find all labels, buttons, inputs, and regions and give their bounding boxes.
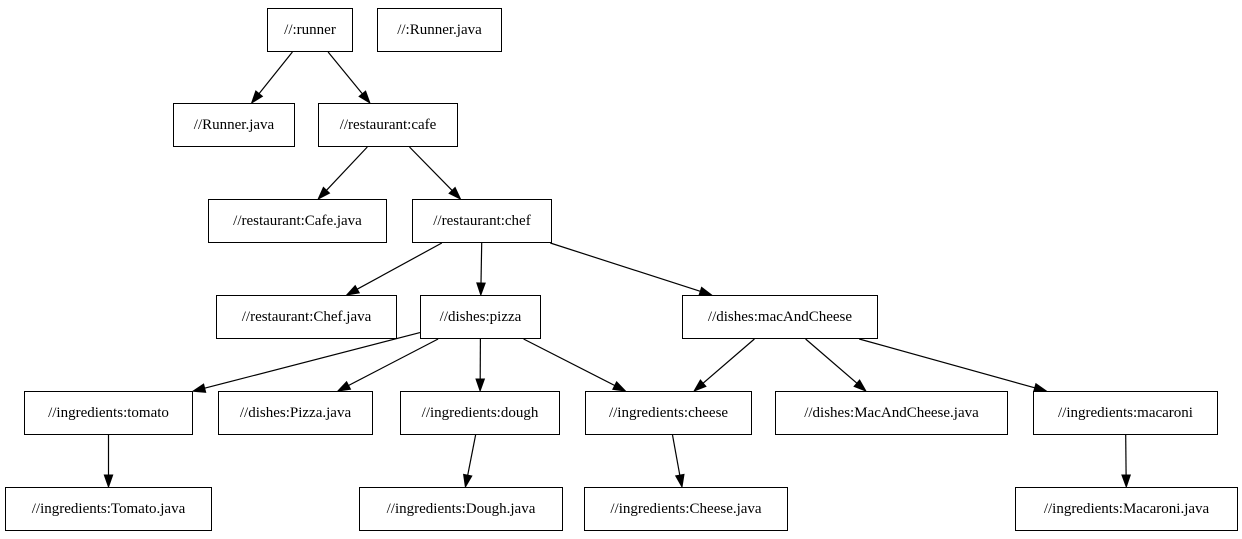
graph-node-label: //dishes:pizza: [439, 308, 522, 325]
graph-node-label: //restaurant:Cafe.java: [233, 212, 362, 229]
arrowhead-macaroni-to-macaroni-java: [1121, 474, 1131, 489]
edge-mac-and-cheese-to-cheese: [702, 338, 755, 384]
edge-runner-to-runner-java: [258, 51, 293, 94]
graph-node-runner-java: //Runner.java: [173, 103, 295, 147]
edge-cafe-to-chef: [409, 146, 453, 191]
graph-node-tomato: //ingredients:tomato: [24, 391, 193, 435]
graph-node-label: //:Runner.java: [397, 21, 482, 38]
arrowhead-mac-and-cheese-to-mac-and-cheese-java: [853, 379, 868, 392]
edge-runner-to-cafe: [327, 51, 363, 95]
edge-pizza-to-pizza-java: [348, 338, 439, 387]
graph-node-label: //dishes:macAndCheese: [707, 308, 853, 325]
edge-pizza-to-tomato: [204, 332, 421, 389]
edge-dough-to-dough-java: [467, 434, 477, 476]
graph-node-label: //restaurant:chef: [433, 212, 531, 229]
arrowhead-pizza-to-tomato: [191, 383, 207, 393]
graph-node-runner: //:runner: [267, 8, 353, 52]
arrowhead-dough-to-dough-java: [463, 473, 473, 489]
graph-node-cafe: //restaurant:cafe: [318, 103, 458, 147]
graph-node-chef: //restaurant:chef: [412, 199, 552, 243]
graph-node-dough-java: //ingredients:Dough.java: [359, 487, 563, 531]
graph-node-mac-and-cheese-java: //dishes:MacAndCheese.java: [775, 391, 1008, 435]
arrowhead-mac-and-cheese-to-cheese: [692, 379, 707, 392]
graph-node-runner-java-root: //:Runner.java: [377, 8, 502, 52]
graph-node-label: //ingredients:dough: [421, 404, 539, 421]
graph-node-cafe-java: //restaurant:Cafe.java: [208, 199, 387, 243]
graph-node-label: //ingredients:Macaroni.java: [1043, 500, 1210, 517]
edge-chef-to-pizza: [480, 242, 483, 284]
graph-node-label: //Runner.java: [193, 116, 275, 133]
edge-chef-to-mac-and-cheese: [550, 242, 701, 292]
arrowhead-cheese-to-cheese-java: [674, 473, 685, 489]
arrowhead-pizza-to-cheese: [612, 380, 627, 392]
graph-node-macaroni-java: //ingredients:Macaroni.java: [1015, 487, 1238, 531]
graph-node-label: //restaurant:Chef.java: [241, 308, 372, 325]
arrowhead-chef-to-chef-java: [345, 284, 361, 296]
arrowhead-runner-to-cafe: [358, 90, 371, 105]
graph-node-pizza-java: //dishes:Pizza.java: [218, 391, 373, 435]
arrowhead-runner-to-runner-java: [250, 90, 264, 105]
graph-node-cheese: //ingredients:cheese: [585, 391, 752, 435]
graph-node-label: //dishes:Pizza.java: [239, 404, 352, 421]
graph-node-label: //dishes:MacAndCheese.java: [804, 404, 979, 421]
graph-node-tomato-java: //ingredients:Tomato.java: [5, 487, 212, 531]
graph-node-label: //ingredients:Tomato.java: [31, 500, 186, 517]
graph-node-label: //ingredients:macaroni: [1058, 404, 1193, 421]
arrowhead-pizza-to-dough: [475, 378, 486, 393]
arrowhead-tomato-to-tomato-java: [103, 474, 114, 489]
graph-node-label: //ingredients:Cheese.java: [610, 500, 762, 517]
edge-pizza-to-cheese: [523, 338, 615, 387]
graph-node-label: //:runner: [284, 21, 336, 38]
arrowhead-chef-to-pizza: [476, 282, 486, 297]
graph-node-label: //ingredients:Dough.java: [386, 500, 536, 517]
graph-node-dough: //ingredients:dough: [400, 391, 560, 435]
graph-node-label: //restaurant:cafe: [339, 116, 437, 133]
arrowhead-cafe-to-chef: [448, 186, 462, 201]
graph-node-label: //ingredients:cheese: [608, 404, 729, 421]
graph-node-label: //ingredients:tomato: [48, 404, 169, 421]
arrowhead-pizza-to-pizza-java: [336, 380, 352, 392]
edge-cheese-to-cheese-java: [671, 434, 681, 476]
edge-mac-and-cheese-to-macaroni: [859, 338, 1035, 389]
edge-mac-and-cheese-to-mac-and-cheese-java: [805, 338, 858, 384]
edge-chef-to-chef-java: [356, 242, 443, 290]
graph-node-macaroni: //ingredients:macaroni: [1033, 391, 1218, 435]
graph-node-chef-java: //restaurant:Chef.java: [216, 295, 397, 339]
arrowhead-cafe-to-cafe-java: [317, 186, 331, 201]
graph-node-pizza: //dishes:pizza: [420, 295, 541, 339]
graph-node-mac-and-cheese: //dishes:macAndCheese: [682, 295, 878, 339]
graph-node-cheese-java: //ingredients:Cheese.java: [584, 487, 788, 531]
edge-cafe-to-cafe-java: [326, 146, 368, 191]
